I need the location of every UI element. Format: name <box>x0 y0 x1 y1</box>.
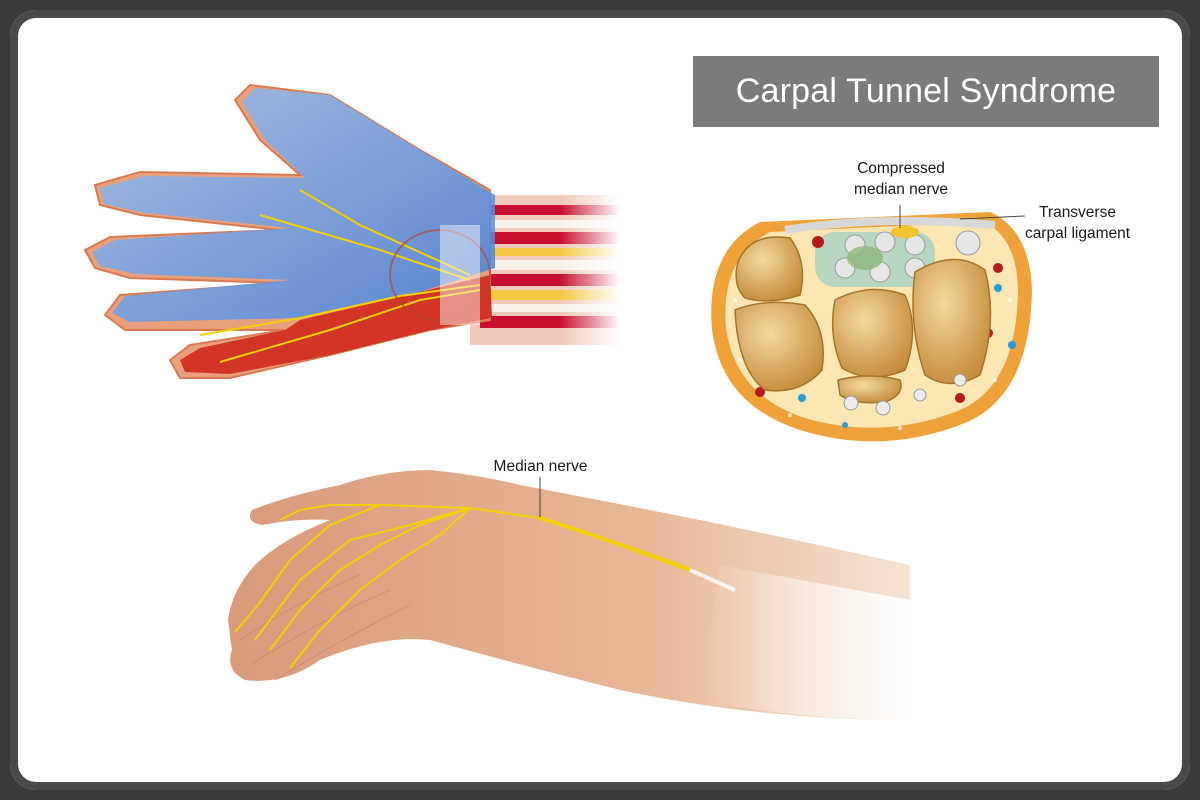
compressed-median-nerve-label: Compressed median nerve <box>836 158 966 200</box>
transverse-carpal-ligament <box>784 217 996 234</box>
carpal-bones <box>734 236 992 404</box>
transverse-label-line2: carpal ligament <box>1024 225 1131 242</box>
hand-anatomy-illustration <box>83 83 620 379</box>
ligament-leader-line <box>959 215 1026 220</box>
compressed-median-nerve <box>891 226 919 238</box>
transverse-label-line1: Transverse <box>1039 204 1116 221</box>
wrist-cross-section <box>711 212 1032 442</box>
hand-nerves <box>199 189 481 363</box>
compressed-label-line1: Compressed <box>857 160 945 177</box>
transverse-ligament-label: Transverse carpal ligament <box>1010 202 1145 244</box>
title-banner: Carpal Tunnel Syndrome <box>693 56 1159 127</box>
page-title: Carpal Tunnel Syndrome <box>735 72 1117 110</box>
compressed-label-line2: median nerve <box>854 181 948 198</box>
median-nerve-label: Median nerve <box>493 458 588 475</box>
dorsal-layer <box>92 88 495 322</box>
palmar-muscles <box>180 275 492 374</box>
arm-illustration <box>228 470 910 720</box>
